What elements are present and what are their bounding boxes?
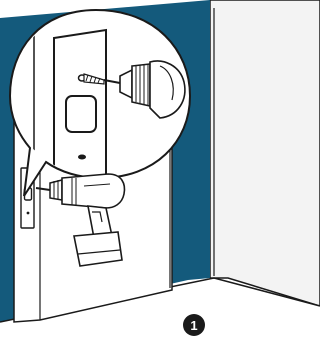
right-wall bbox=[210, 0, 320, 306]
step-badge bbox=[183, 314, 205, 336]
